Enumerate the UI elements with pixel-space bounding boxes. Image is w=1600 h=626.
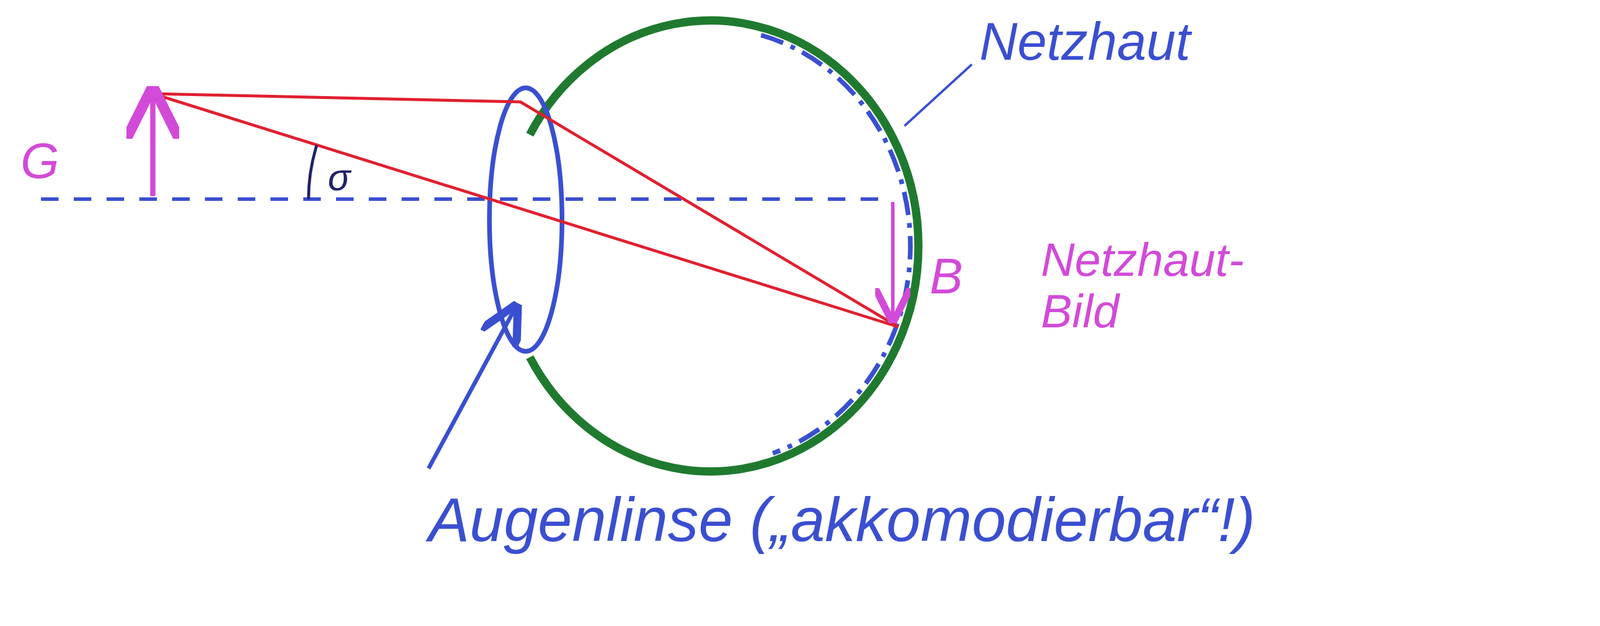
image-label: B: [929, 248, 964, 304]
optical-axis: [40, 197, 893, 201]
image-arrow: [891, 201, 895, 317]
angle-label: σ: [327, 156, 351, 198]
retina: [761, 35, 911, 454]
pointer-arrow: [428, 310, 515, 469]
retina-image-label: Netzhaut- Bild: [1040, 234, 1287, 338]
object-label: G: [20, 133, 60, 189]
leader-line: [904, 64, 972, 126]
angle-arc: [308, 145, 317, 200]
eyeball-outline: [529, 20, 919, 472]
retina-label: Netzhaut: [979, 12, 1191, 71]
object-arrow: [150, 96, 156, 197]
light-ray: [152, 93, 899, 327]
central-ray: [152, 93, 899, 327]
lens-label: Augenlinse („akkomodierbar“!): [428, 485, 1256, 554]
